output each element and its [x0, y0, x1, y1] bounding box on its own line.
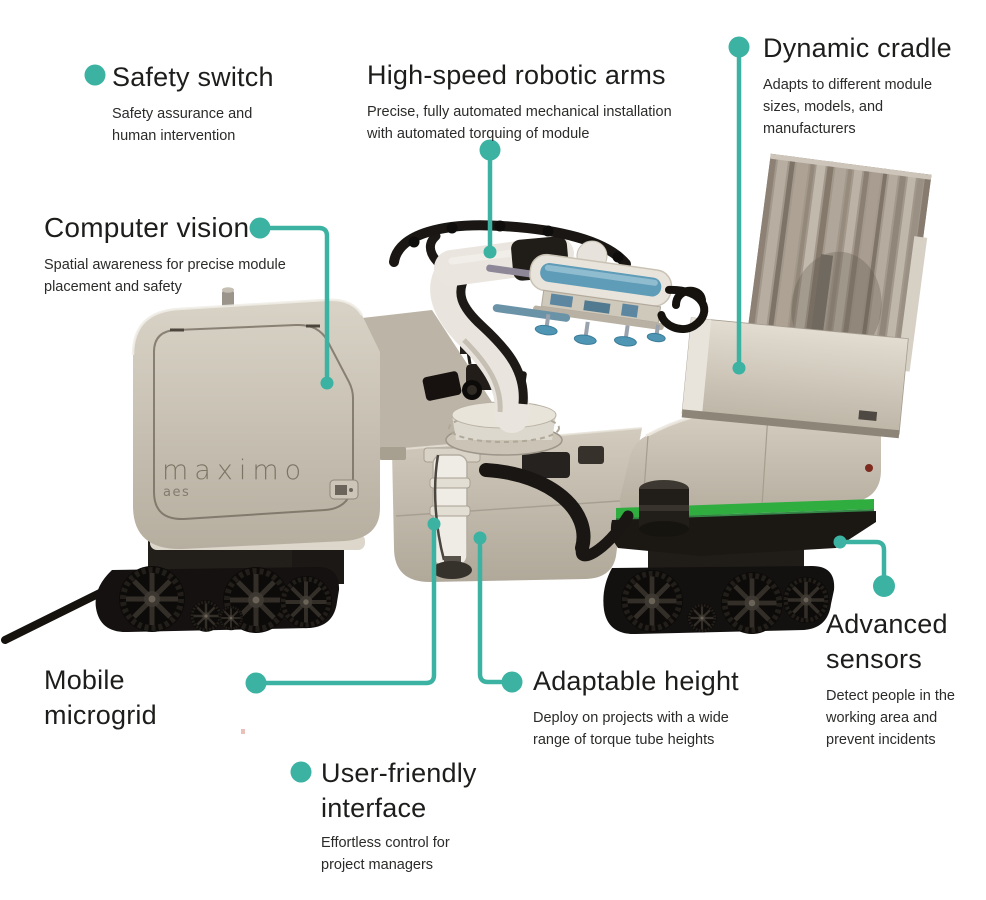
feature-description: Safety assurance and human intervention [112, 106, 253, 144]
callout-connectors [84, 36, 895, 783]
feature-title: Dynamic cradle [763, 33, 952, 63]
user-friendly-interface-dot [290, 761, 312, 783]
right-track [603, 546, 835, 634]
feature-description: Detect people in the working area and pr… [826, 688, 955, 748]
feature-title: Safety switch [112, 62, 274, 92]
lift-column [423, 447, 481, 579]
advanced-sensors-connector [833, 535, 895, 597]
adaptable-height-connector [473, 531, 523, 693]
feature-title: High-speed robotic arms [367, 60, 666, 90]
cradle-box [681, 317, 909, 439]
handle-loop [657, 285, 709, 333]
feature-description: Spatial awareness for precise module pla… [44, 257, 286, 296]
left-equipment-pod: maximo aes [131, 287, 380, 550]
feature-description: Adapts to different module sizes, models… [763, 77, 933, 137]
safety-switch-dot [84, 64, 106, 86]
feature-computer-vision-label: Computer vision Spatial awareness for pr… [44, 210, 314, 299]
solar-module-stack [744, 153, 932, 372]
maximo-wordmark: maximo [162, 455, 307, 486]
feature-title: Mobile microgrid [44, 665, 157, 731]
aes-logo: aes [163, 485, 190, 500]
end-effector [486, 253, 709, 347]
feature-title: Adaptable height [533, 666, 739, 696]
feature-title: Computer vision [44, 212, 250, 243]
feature-description: Precise, fully automated mechanical inst… [367, 104, 672, 142]
feature-description: Effortless control for project managers [321, 835, 450, 873]
feature-user-friendly-interface-label: User-friendly interface Effortless contr… [321, 756, 531, 877]
feature-dynamic-cradle-label: Dynamic cradle Adapts to different modul… [763, 31, 968, 140]
feature-adaptable-height-label: Adaptable height Deploy on projects with… [533, 664, 773, 752]
pink-pixel-artifact [241, 729, 245, 734]
pod-badge [329, 479, 359, 500]
feature-advanced-sensors-label: Advanced sensors Detect people in the wo… [826, 607, 986, 751]
feature-robotic-arms-label: High-speed robotic arms Precise, fully a… [367, 58, 697, 146]
feature-title: Advanced sensors [826, 609, 948, 675]
robotic-arms-connector [479, 139, 501, 259]
suction-cups [534, 314, 666, 347]
left-track [1, 538, 344, 644]
feature-safety-switch-label: Safety switch Safety assurance and human… [112, 60, 342, 148]
mobile-microgrid-connector [245, 517, 441, 694]
dynamic-cradle-connector [728, 36, 750, 375]
hoses-and-fittings [479, 446, 689, 562]
tail-light [865, 464, 873, 472]
feature-description: Deploy on projects with a wide range of … [533, 710, 729, 748]
feature-mobile-microgrid-label: Mobile microgrid [44, 663, 234, 742]
module-cradle [672, 153, 932, 439]
computer-vision-connector [249, 217, 334, 390]
feature-title: User-friendly interface [321, 758, 477, 824]
